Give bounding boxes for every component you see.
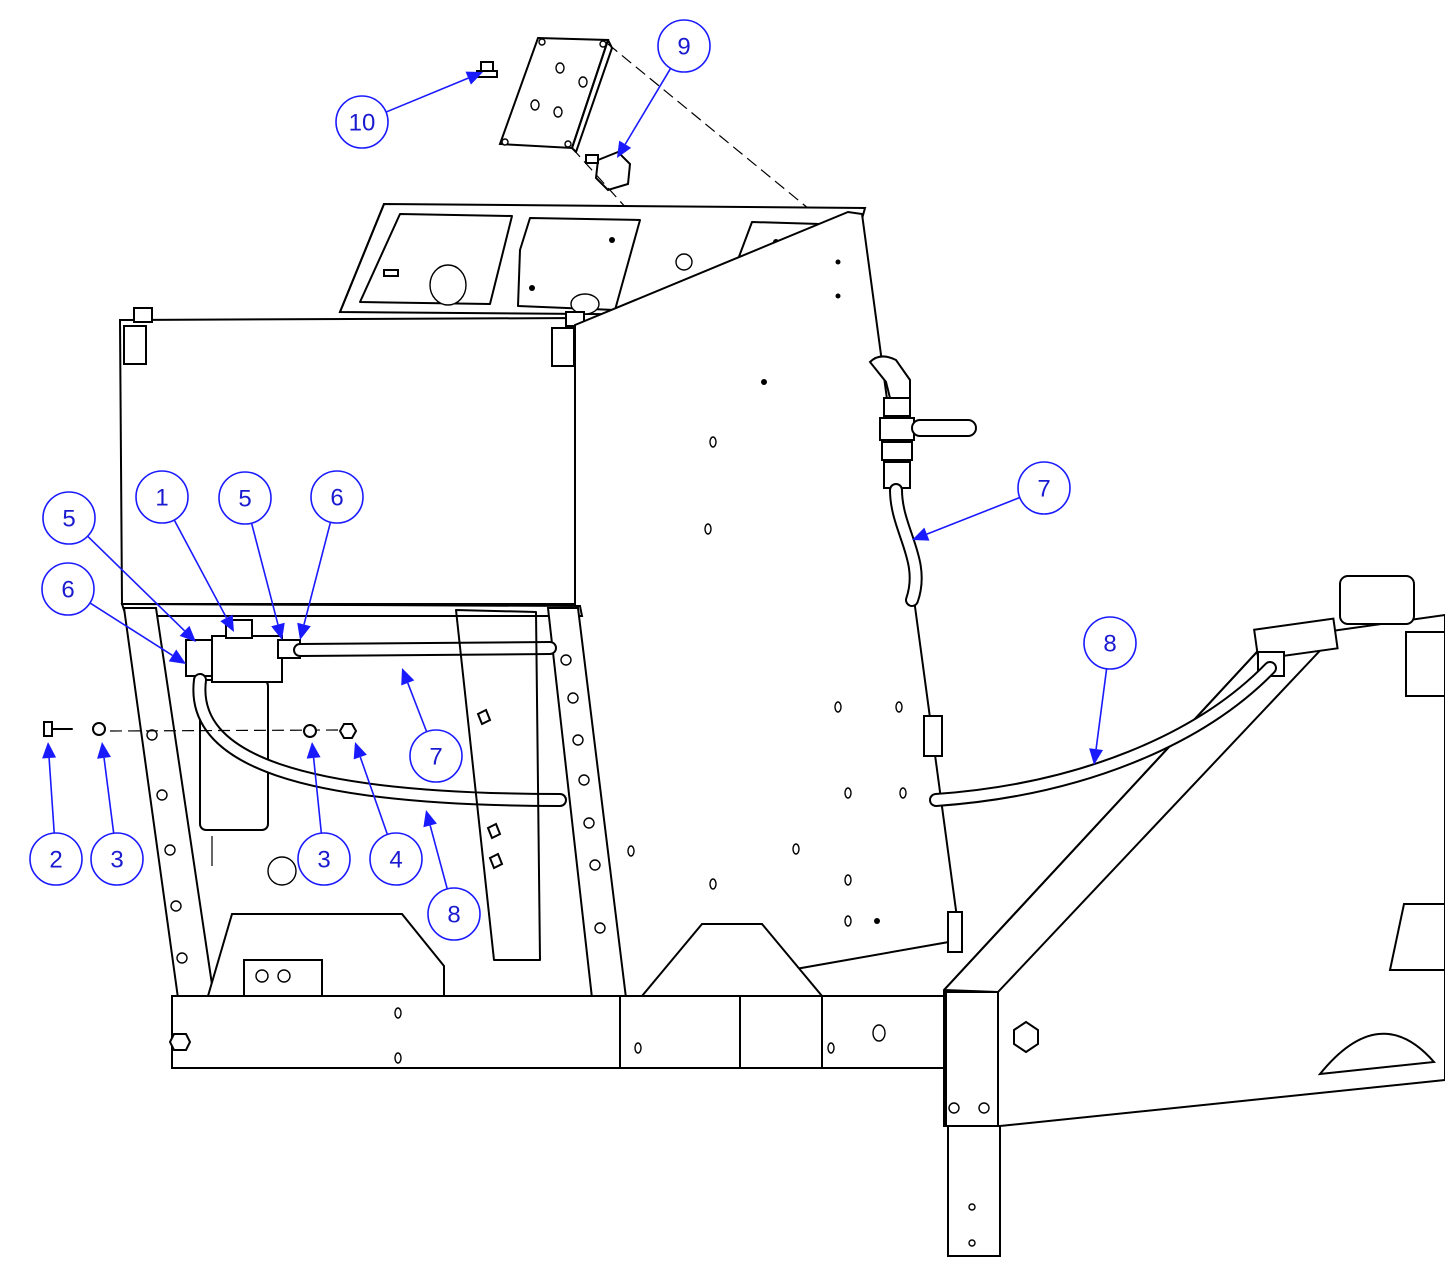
callout-arrowhead	[220, 614, 234, 632]
callout-number: 3	[110, 847, 123, 874]
callout-leader-line	[312, 757, 323, 834]
callout-circle	[135, 470, 189, 524]
callout-3: 3	[297, 742, 351, 886]
cover-plate	[498, 36, 613, 153]
callout-number: 9	[677, 34, 690, 61]
callout-number: 8	[1103, 631, 1116, 658]
base-rail	[168, 923, 945, 1069]
callout-number: 6	[61, 577, 74, 604]
callout-arrowhead	[271, 622, 285, 640]
callout-number: 7	[429, 744, 442, 771]
callout-layer: 10 9 7 8 5 1 5 6 6 7 2 3 3 4 8	[29, 19, 1137, 941]
callout-8: 8	[423, 810, 481, 941]
callout-circle	[42, 491, 96, 545]
callout-leader-line	[624, 67, 672, 145]
callout-circle	[1017, 461, 1071, 515]
callout-circle	[369, 832, 423, 886]
callout-circle	[335, 95, 389, 149]
callout-circle	[29, 832, 83, 886]
callout-arrowhead	[423, 810, 437, 828]
callout-leader-line	[1095, 668, 1108, 750]
callout-leader-line	[89, 602, 173, 657]
callout-number: 8	[447, 902, 460, 929]
callout-leader-line	[359, 756, 389, 835]
callout-circle	[657, 19, 711, 73]
callout-arrowhead	[97, 742, 111, 759]
callout-leader-line	[250, 522, 279, 625]
callout-5: 5	[218, 471, 285, 640]
callout-6: 6	[297, 470, 364, 640]
callout-circle	[218, 471, 272, 525]
callout-9: 9	[617, 19, 711, 158]
bolt	[43, 721, 73, 737]
callout-arrowhead	[912, 527, 930, 541]
callout-circle	[427, 887, 481, 941]
callout-number: 4	[389, 847, 402, 874]
callout-number: 7	[1037, 476, 1050, 503]
toggle-switch	[585, 150, 632, 192]
washer-right	[303, 724, 317, 738]
callout-number: 5	[62, 506, 75, 533]
callout-leader-line	[103, 757, 115, 834]
callout-number: 2	[49, 847, 62, 874]
callout-leader-line	[303, 521, 332, 625]
callout-2: 2	[29, 742, 83, 886]
callout-leader-line	[48, 757, 56, 834]
callout-leader-line	[429, 825, 449, 890]
callout-number: 10	[349, 110, 376, 137]
callout-1: 1	[135, 470, 234, 632]
callout-circle	[297, 832, 351, 886]
callout-10: 10	[335, 71, 483, 149]
callout-circle	[41, 562, 95, 616]
callout-leader-line	[173, 519, 228, 619]
callout-arrowhead	[42, 742, 57, 759]
callout-leader-line	[87, 535, 186, 632]
callout-circle	[310, 470, 364, 524]
callout-arrowhead	[617, 140, 632, 158]
tank-body	[118, 307, 585, 605]
callout-arrowhead	[306, 742, 321, 759]
side-panel	[574, 210, 963, 1002]
callout-arrowhead	[168, 649, 186, 664]
callout-arrowhead	[297, 622, 311, 640]
callout-4: 4	[353, 742, 423, 886]
valve-assembly	[868, 355, 977, 489]
callout-7: 7	[912, 461, 1071, 541]
callout-6: 6	[41, 562, 186, 664]
callout-5: 5	[42, 491, 196, 642]
callout-number: 6	[330, 485, 343, 512]
callout-arrowhead	[1089, 748, 1104, 765]
front-frame	[120, 602, 628, 999]
callout-arrowhead	[465, 71, 483, 85]
washer-left	[92, 722, 106, 736]
hex-nut	[338, 723, 358, 739]
callout-leader-line	[385, 77, 469, 113]
callout-7: 7	[401, 668, 463, 783]
callout-leader-line	[926, 496, 1021, 535]
callout-number: 1	[155, 485, 168, 512]
callout-number: 5	[238, 486, 251, 513]
callout-8: 8	[1083, 616, 1137, 765]
callout-arrowhead	[401, 668, 415, 686]
inner-bracket	[206, 609, 541, 999]
callout-arrowhead	[179, 625, 196, 642]
tongue-frame	[943, 575, 1445, 1257]
callout-leader-line	[407, 682, 428, 733]
callout-circle	[90, 832, 144, 886]
callout-arrowhead	[353, 742, 367, 760]
callout-3: 3	[90, 742, 144, 886]
fuel-filter	[185, 619, 301, 866]
callout-number: 3	[317, 847, 330, 874]
callout-circle	[409, 729, 463, 783]
callout-circle	[1083, 616, 1137, 670]
